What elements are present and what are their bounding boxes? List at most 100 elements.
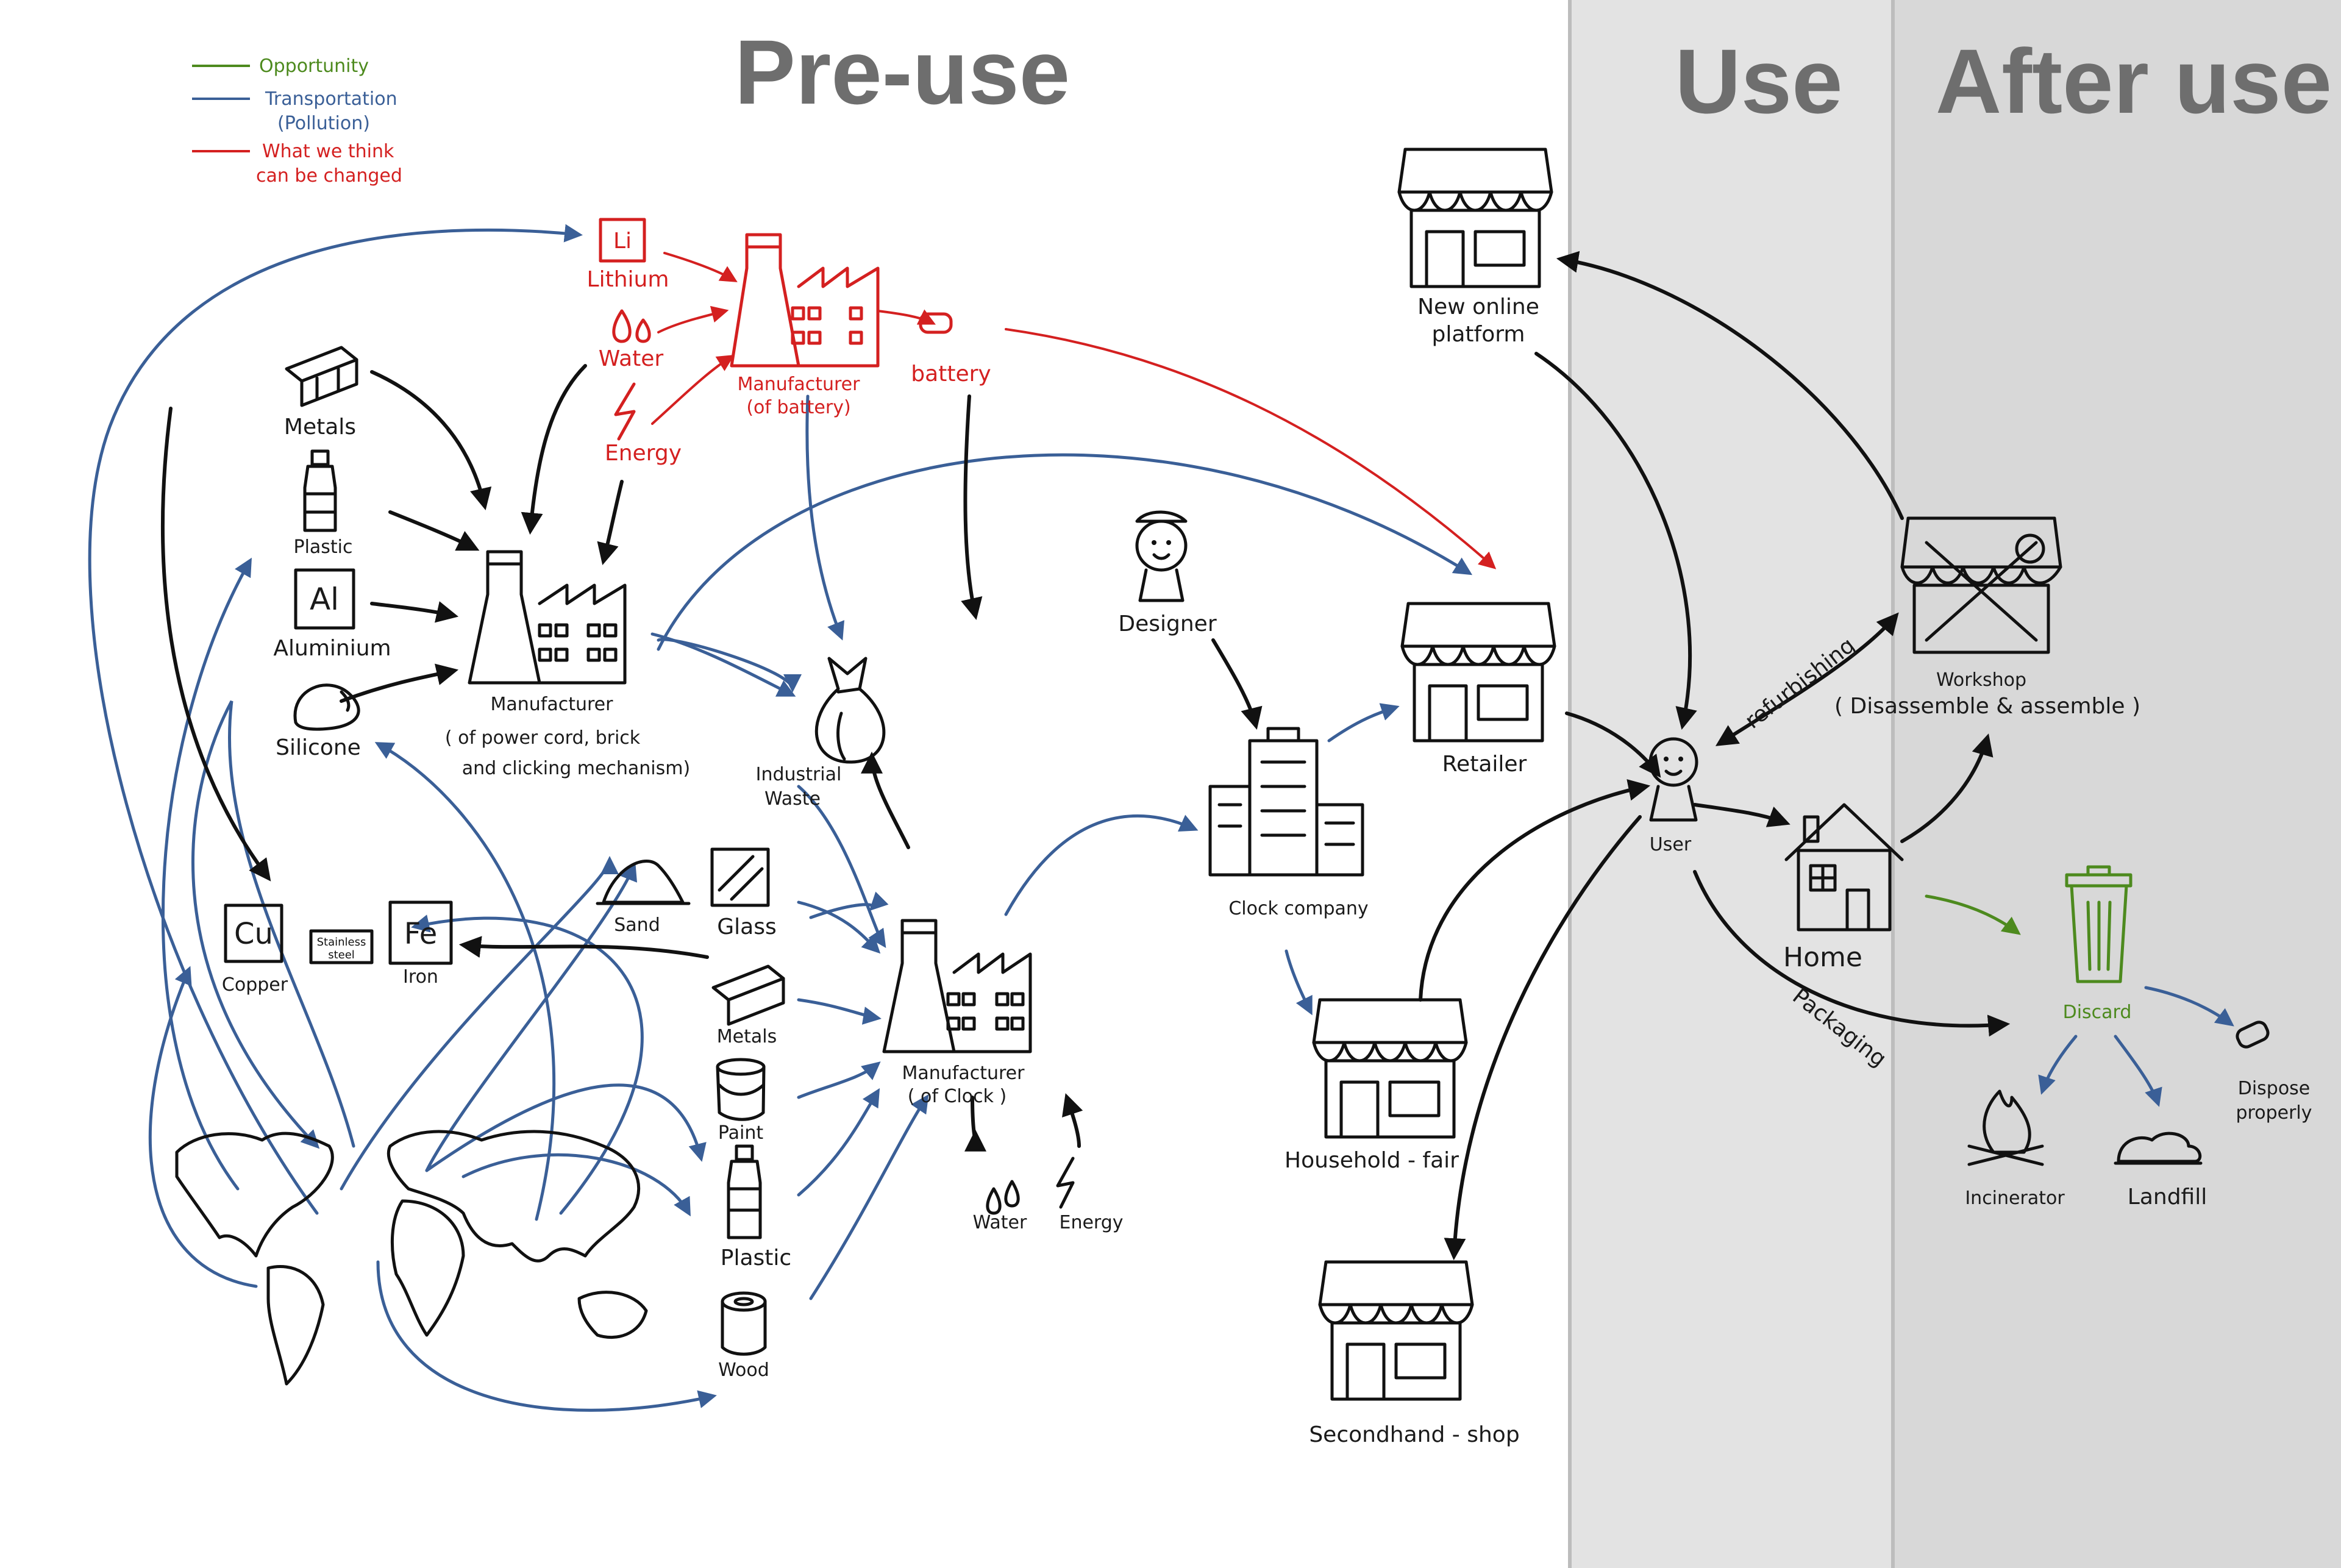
metals-icon: [285, 346, 358, 407]
battery-factory-icon: [730, 233, 880, 368]
legend-changed-line1: What we think: [262, 141, 394, 162]
iron-element: Fe Iron: [388, 900, 453, 988]
glass-label: Glass: [717, 914, 776, 939]
clock-energy-label: Energy: [1059, 1212, 1123, 1233]
retailer-shop-icon: [1400, 602, 1556, 743]
aluminium-symbol: Al: [310, 582, 339, 617]
secondhand-shop-label: Secondhand - shop: [1309, 1422, 1519, 1447]
secondhand-shop-icon: [1318, 1260, 1474, 1401]
plastic-2-bottle-icon: [727, 1144, 762, 1239]
user-label: User: [1650, 834, 1692, 855]
clock-energy-icon: [1056, 1156, 1075, 1209]
power-manufacturer-factory-icon: [468, 550, 627, 685]
lithium-label: Lithium: [587, 267, 669, 292]
battery-label: battery: [911, 362, 991, 387]
clock-manufacturer-label: Manufacturer: [902, 1063, 1025, 1084]
battery-icon: [919, 312, 953, 334]
energy-bolt-icon: [614, 382, 636, 441]
home-icon: [1784, 803, 1904, 932]
world-map-icon: [175, 1130, 648, 1386]
plastic-label: Plastic: [293, 536, 352, 558]
metals-label: Metals: [284, 415, 356, 440]
clock-water-label: Water: [973, 1212, 1027, 1233]
dispose-line2: properly: [2236, 1102, 2312, 1124]
incinerator-label: Incinerator: [1965, 1188, 2065, 1209]
paint-can-icon: [716, 1058, 766, 1121]
clock-manufacturer-factory-icon: [882, 919, 1032, 1053]
discard-label: Discard: [2063, 1002, 2132, 1023]
industrial-waste-line2: Waste: [764, 788, 821, 810]
designer-label: Designer: [1118, 611, 1216, 636]
clock-company-label: Clock company: [1228, 898, 1368, 919]
plastic-2-label: Plastic: [721, 1245, 791, 1270]
dispose-battery-icon: [2236, 1021, 2270, 1049]
trash-bin-icon: [2065, 865, 2133, 983]
new-online-platform-label: New online: [1417, 294, 1539, 319]
steel-label: steel: [328, 949, 355, 961]
power-manufacturer-line2: ( of power cord, brick: [445, 727, 641, 749]
legend: Opportunity Transportation (Pollution) W…: [192, 55, 402, 187]
copper-element: Cu Copper: [222, 903, 288, 996]
phase-title-after-use: After use: [1936, 30, 2332, 132]
home-label: Home: [1783, 942, 1862, 973]
retailer-label: Retailer: [1442, 752, 1527, 777]
wood-label: Wood: [718, 1360, 769, 1381]
paint-label: Paint: [718, 1122, 763, 1144]
after-use-band: [1893, 0, 2341, 1568]
legend-changed-line2: can be changed: [256, 165, 402, 187]
dispose-label: Dispose: [2238, 1078, 2311, 1099]
silicone-icon: [293, 683, 360, 731]
industrial-waste-label: Industrial: [756, 764, 842, 785]
water-drop-icon: [612, 309, 651, 343]
clock-manufacturer-sub: ( of Clock ): [908, 1086, 1007, 1107]
stainless-steel-element: Stainless steel: [309, 929, 374, 964]
wood-log-icon: [721, 1291, 767, 1356]
metals-2-icon: [711, 964, 785, 1026]
glass-icon: [710, 847, 770, 907]
household-fair-label: Household - fair: [1285, 1148, 1459, 1173]
battery-energy-label: Energy: [605, 441, 682, 466]
metals-2-label: Metals: [717, 1026, 777, 1047]
copper-label: Copper: [222, 974, 288, 996]
clock-company-building-icon: [1208, 727, 1364, 877]
power-manufacturer-label: Manufacturer: [491, 694, 614, 715]
iron-label: Iron: [403, 966, 438, 988]
battery-water-label: Water: [599, 346, 664, 371]
workshop-sub: ( Disassemble & assemble ): [1834, 694, 2140, 719]
designer-avatar-icon: [1135, 510, 1188, 602]
phase-title-use: Use: [1675, 30, 1842, 132]
lithium-element: Li Lithium: [587, 218, 669, 292]
battery-manufacturer-sub: (of battery): [746, 397, 850, 418]
legend-pollution: (Pollution): [277, 113, 370, 134]
plastic-bottle-icon: [303, 449, 337, 532]
sand-icon: [596, 860, 691, 905]
workshop-tools-icon: [1900, 516, 2062, 654]
new-online-platform-line2: platform: [1432, 322, 1525, 347]
copper-symbol: Cu: [234, 917, 273, 951]
power-manufacturer-line3: and clicking mechanism): [462, 758, 690, 779]
household-fair-shop-icon: [1312, 998, 1468, 1139]
phase-title-pre-use: Pre-use: [735, 21, 1070, 123]
aluminium-element: Al: [294, 568, 355, 630]
silicone-label: Silicone: [276, 735, 361, 760]
workshop-label: Workshop: [1936, 669, 2026, 691]
arrows-transportation: [88, 224, 2234, 1412]
stainless-label: Stainless: [317, 936, 366, 949]
iron-symbol: Fe: [404, 917, 438, 951]
new-online-platform-shop-icon: [1397, 148, 1553, 288]
incinerator-fire-icon: [1967, 1089, 2044, 1166]
lithium-symbol: Li: [613, 229, 632, 254]
landfill-label: Landfill: [2128, 1185, 2207, 1210]
use-band: [1570, 0, 1893, 1568]
waste-bag-icon: [814, 657, 886, 764]
legend-transportation: Transportation: [265, 88, 397, 110]
clock-water-icon: [986, 1180, 1020, 1215]
sand-label: Sand: [614, 914, 660, 936]
battery-manufacturer-label: Manufacturer: [738, 374, 861, 395]
user-avatar-icon: [1648, 737, 1698, 822]
aluminium-label: Aluminium: [273, 636, 391, 661]
landfill-icon: [2114, 1131, 2203, 1165]
legend-opportunity: Opportunity: [259, 55, 369, 77]
arrows-battery: [651, 252, 936, 425]
